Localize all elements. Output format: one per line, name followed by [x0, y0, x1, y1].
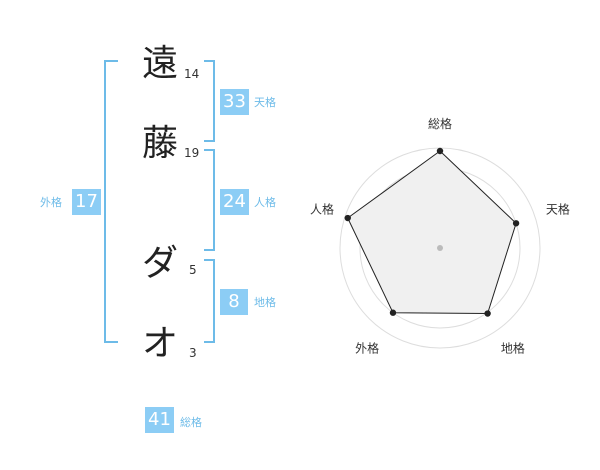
chikaku-bracket [204, 259, 215, 343]
stroke-count-3: 5 [189, 263, 197, 277]
radar-axis-label-1: 総格 [428, 116, 452, 131]
radar-axis-label-2: 天格 [546, 202, 570, 217]
tenkaku-label: 天格 [254, 96, 276, 109]
jinkaku-value: 24 [220, 189, 249, 215]
chikaku-label: 地格 [254, 296, 276, 309]
jinkaku-bracket [204, 149, 215, 251]
radar-point-5 [344, 214, 351, 222]
soukaku-label: 総格 [180, 416, 202, 429]
radar-axis-label-4: 外格 [355, 340, 379, 355]
name-char-1: 遠 [141, 43, 178, 84]
soukaku-value: 41 [145, 407, 174, 433]
stroke-count-4: 3 [189, 346, 197, 360]
gaikaku-value: 17 [72, 189, 101, 215]
tenkaku-bracket [204, 60, 215, 142]
radar-point-3 [484, 310, 491, 317]
stroke-count-2: 19 [184, 146, 200, 160]
name-char-4: オ [141, 323, 178, 364]
gaikaku-bracket [104, 60, 118, 343]
tenkaku-value: 33 [220, 89, 249, 115]
radar-center-dot [437, 245, 443, 251]
radar-point-1 [436, 147, 444, 155]
radar-axis-label-3: 地格 [501, 340, 525, 355]
name-char-3: ダ [141, 243, 178, 284]
radar-polygon [347, 150, 517, 315]
chikaku-value: 8 [220, 289, 248, 315]
stroke-count-1: 14 [184, 67, 200, 81]
radar-axis-label-5: 人格 [310, 202, 334, 217]
radar-point-2 [512, 220, 520, 227]
jinkaku-label: 人格 [254, 196, 276, 209]
radar-point-4 [389, 309, 397, 316]
gaikaku-label: 外格 [40, 196, 62, 209]
name-char-2: 藤 [141, 123, 178, 164]
